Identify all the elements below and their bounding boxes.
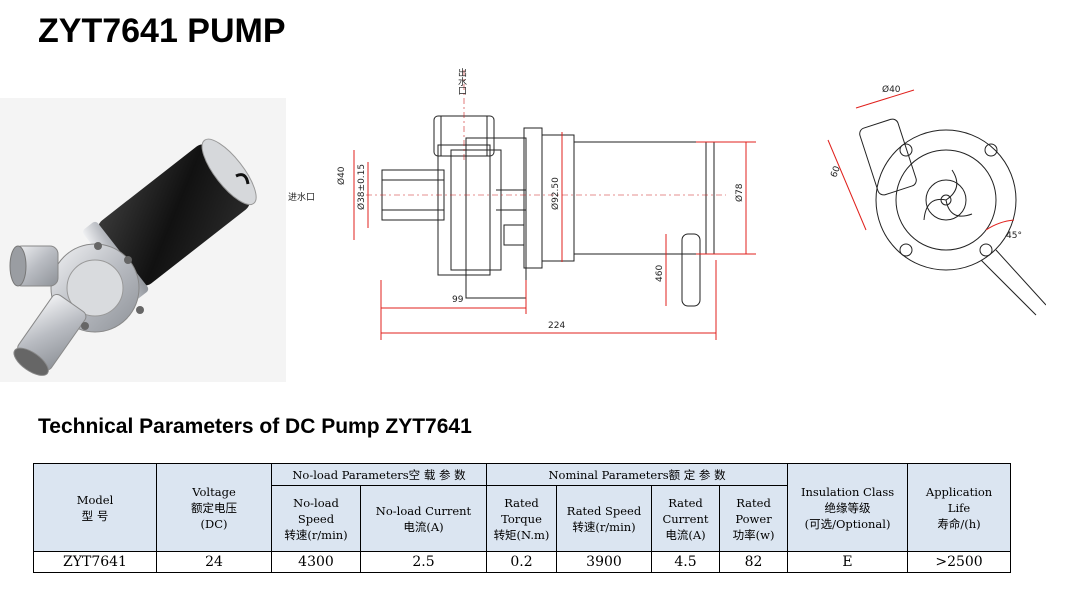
cell-rated-speed: 3900: [556, 551, 652, 573]
dim-d78: Ø78: [734, 183, 745, 202]
header-noload-group: No-load Parameters空 载 参 数: [271, 463, 487, 486]
section-title: Technical Parameters of DC Pump ZYT7641: [38, 415, 472, 438]
dim-460: 460: [655, 265, 665, 282]
table-row: ZYT7641 24 4300 2.5 0.2 3900 4.5 82 E >2…: [33, 551, 1012, 573]
outlet-label: 出水口: [456, 67, 467, 95]
cell-model: ZYT7641: [33, 551, 157, 573]
header-noload-current: No-load Current 电流(A): [360, 485, 487, 552]
dim-side-45: 45°: [1006, 231, 1022, 241]
cell-rated-torque: 0.2: [486, 551, 557, 573]
cell-voltage: 24: [156, 551, 272, 573]
cell-life: >2500: [907, 551, 1012, 573]
dim-od38: Ø38±0.15: [356, 164, 367, 210]
header-rated-power: Rated Power 功率(w): [718, 485, 789, 552]
pump-photo: [0, 98, 286, 382]
cell-noload-current: 2.5: [360, 551, 487, 573]
header-model: Model 型 号: [33, 463, 157, 552]
page-title: ZYT7641 PUMP: [38, 12, 286, 50]
dim-od40: Ø40: [336, 166, 347, 185]
dim-side-60: 60: [829, 165, 842, 179]
parameters-table: Model 型 号 Voltage 额定电压 (DC) No-load Para…: [33, 463, 1012, 573]
dim-d92: Ø92.50: [550, 177, 561, 210]
dim-side-d40: Ø40: [882, 84, 901, 95]
cell-insulation: E: [787, 551, 909, 573]
header-voltage: Voltage 额定电压 (DC): [156, 463, 272, 552]
header-noload-speed: No-load Speed 转速(r/min): [271, 485, 361, 552]
header-insulation: Insulation Class 绝缘等级 (可选/Optional): [787, 463, 909, 552]
cell-noload-speed: 4300: [271, 551, 361, 573]
header-nominal-group: Nominal Parameters额 定 参 数: [485, 463, 789, 486]
inlet-label: 进水口: [288, 191, 315, 203]
header-rated-current: Rated Current 电流(A): [651, 485, 720, 552]
cell-rated-current: 4.5: [651, 551, 720, 573]
header-life: Application Life 寿命/(h): [907, 463, 1012, 552]
header-rated-torque: Rated Torque 转矩(N.m): [486, 485, 557, 552]
dim-99: 99: [452, 295, 464, 305]
dim-224: 224: [548, 321, 565, 331]
header-rated-speed: Rated Speed 转速(r/min): [556, 485, 652, 552]
technical-drawing: 出水口 进水口 Ø40 Ø38±0.15 Ø92.50 Ø78 99 224 4…: [288, 67, 1046, 340]
cell-rated-power: 82: [718, 551, 789, 573]
